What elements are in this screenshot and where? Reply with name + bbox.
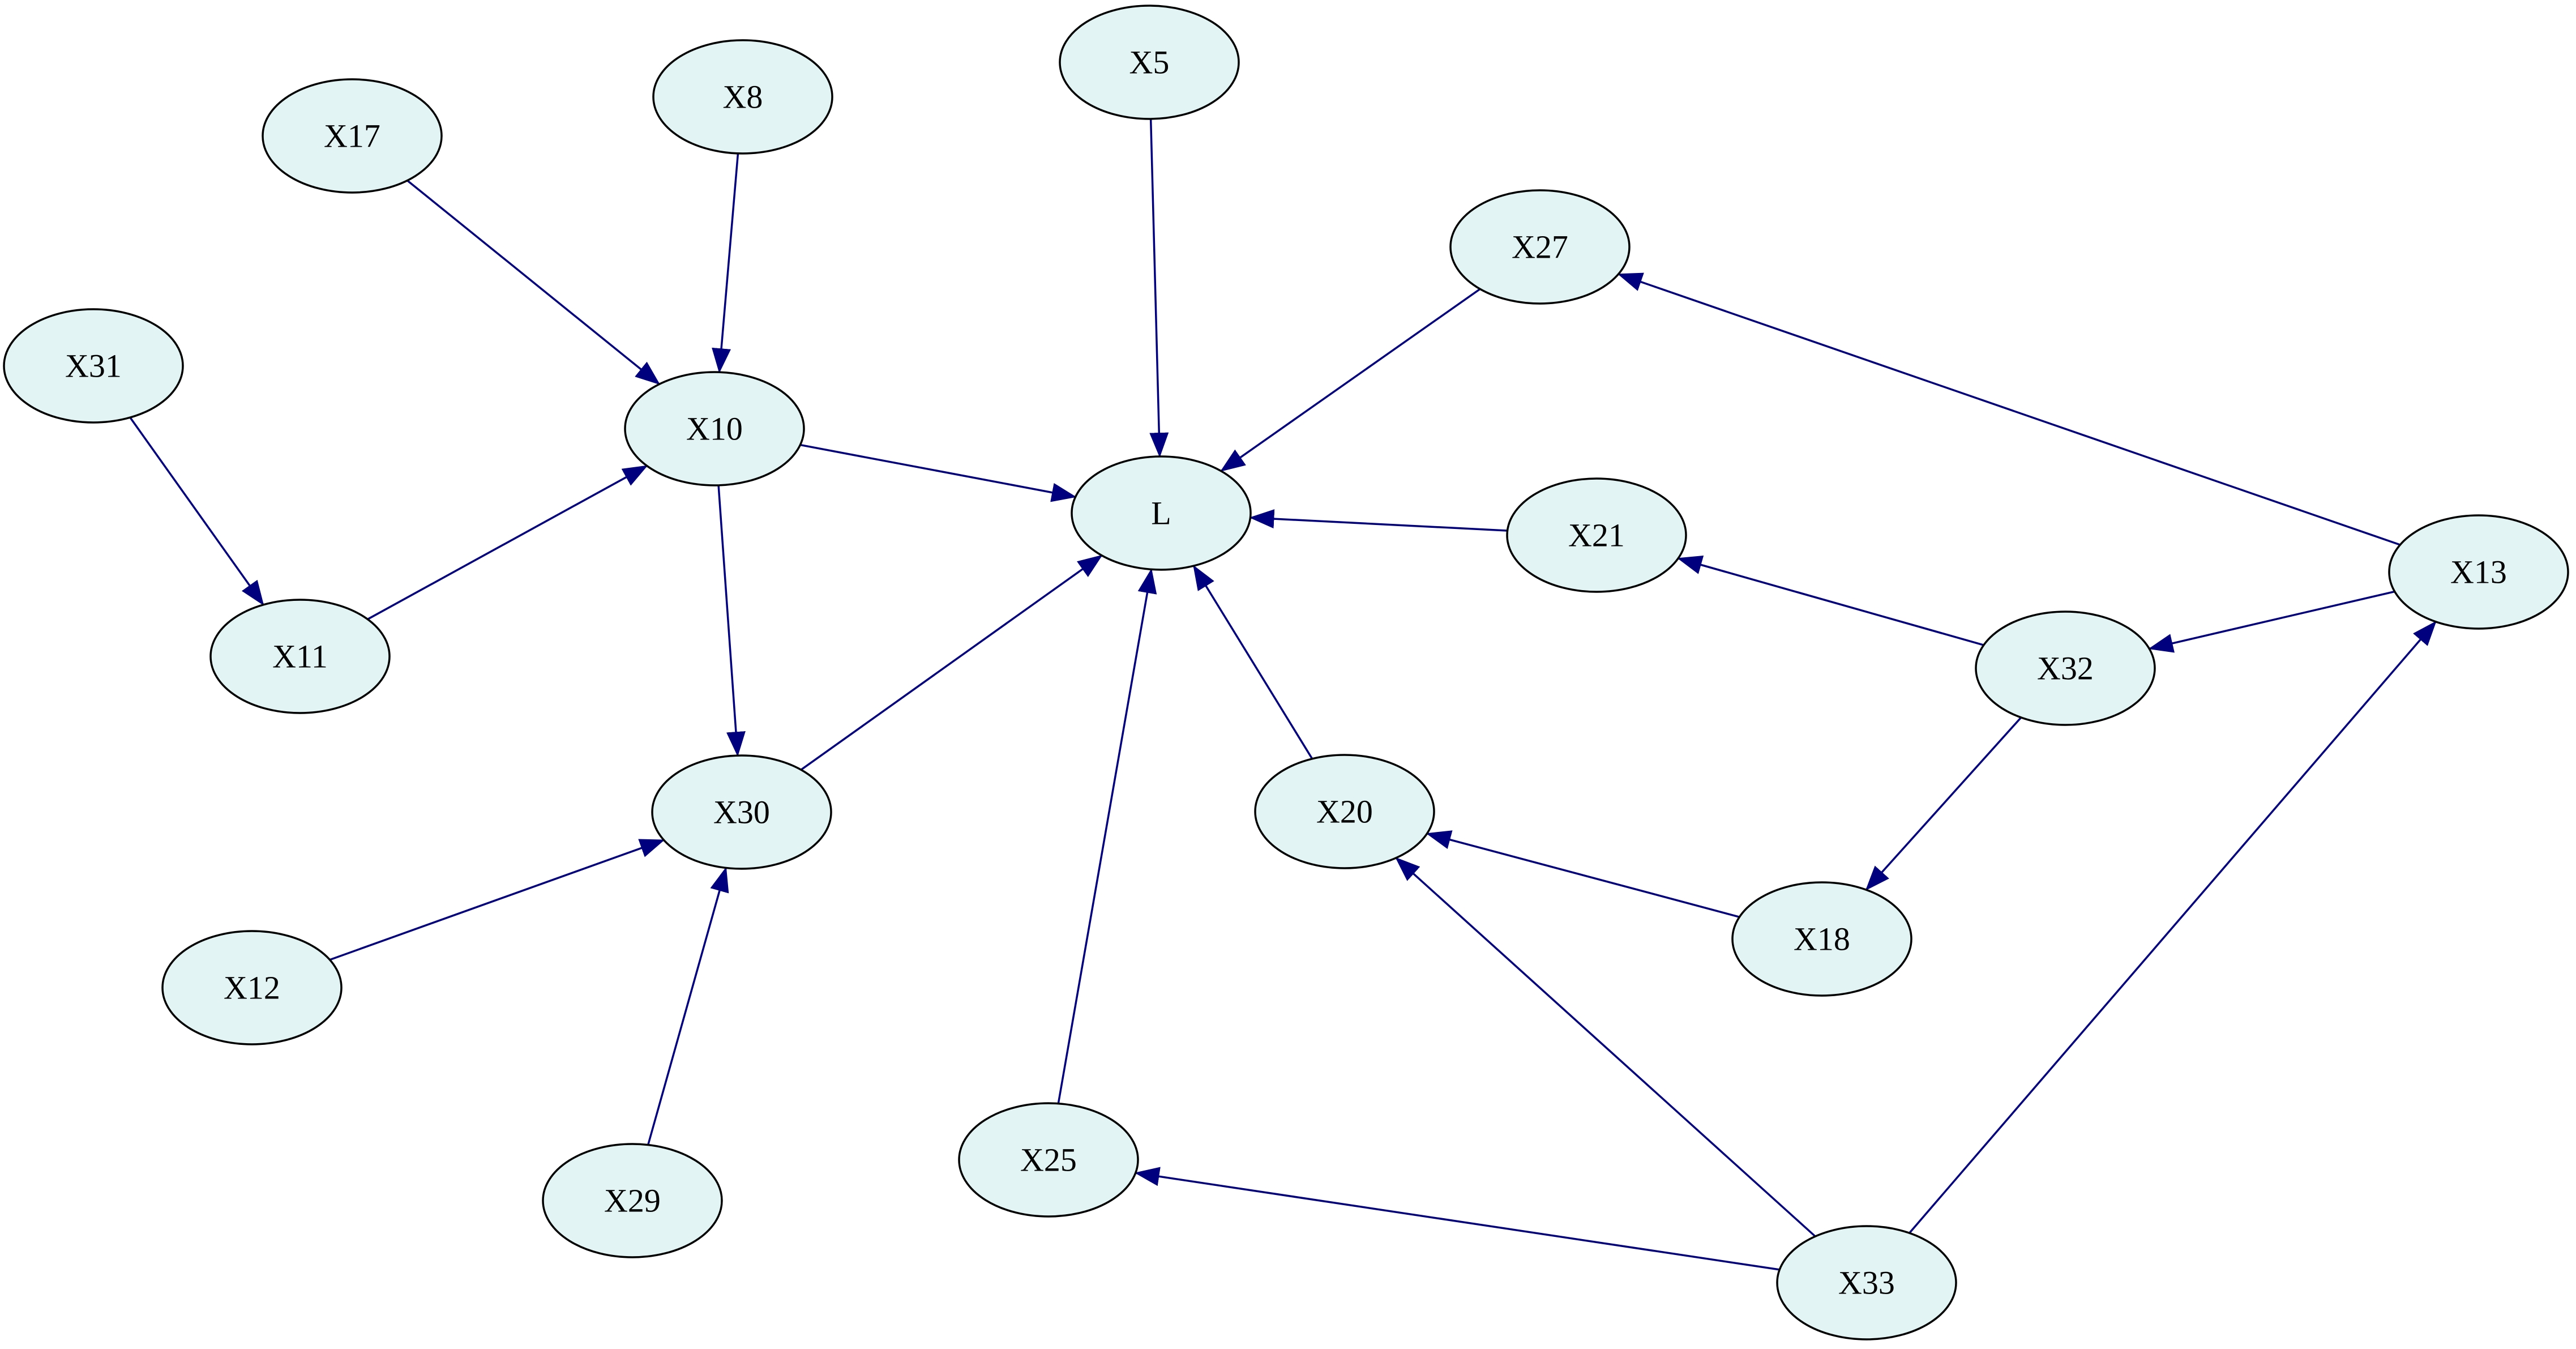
node-label: X17 xyxy=(324,118,380,155)
node-ellipse xyxy=(1449,189,1631,305)
node-ellipse xyxy=(652,39,833,155)
edge-x12-to-x30 xyxy=(329,839,665,961)
node-label: X20 xyxy=(1316,793,1373,830)
edge-x5-to-l xyxy=(1149,118,1169,458)
edge-x33-to-x25 xyxy=(1134,1167,1780,1271)
edge-x29-to-x30 xyxy=(647,866,729,1146)
node-label: X30 xyxy=(713,794,770,831)
node-ellipse xyxy=(542,1143,723,1258)
node-label: X18 xyxy=(1794,921,1850,958)
node-ellipse xyxy=(209,599,391,714)
node-ellipse xyxy=(624,371,805,486)
nodes-layer: LX5X8X10X11X12X13X17X18X20X21X25X27X29X3… xyxy=(3,5,2569,1341)
node-ellipse xyxy=(1975,611,2156,726)
node-ellipse xyxy=(2388,514,2569,630)
edge-x10-to-x30 xyxy=(717,485,746,757)
node-ellipse xyxy=(651,754,832,870)
node-ellipse xyxy=(1731,881,1912,997)
edge-x11-to-x10 xyxy=(367,465,648,620)
node-label: X32 xyxy=(2037,650,2094,687)
node-x27: X27 xyxy=(1449,189,1631,305)
node-x25: X25 xyxy=(958,1102,1139,1218)
node-x32: X32 xyxy=(1975,611,2156,726)
node-x18: X18 xyxy=(1731,881,1912,997)
node-x33: X33 xyxy=(1776,1225,1957,1341)
edge-x20-to-l xyxy=(1192,565,1313,759)
node-ellipse xyxy=(1776,1225,1957,1341)
edge-x13-to-x27 xyxy=(1617,272,2400,546)
edge-x18-to-x20 xyxy=(1426,830,1740,918)
node-label: X33 xyxy=(1838,1265,1895,1301)
edge-x8-to-x10 xyxy=(712,153,739,374)
edge-x33-to-x13 xyxy=(1909,621,2437,1234)
node-ellipse xyxy=(262,78,443,194)
node-label: X10 xyxy=(686,411,743,447)
node-ellipse xyxy=(958,1102,1139,1218)
node-l: L xyxy=(1071,455,1252,571)
edge-x13-to-x32 xyxy=(2148,590,2395,653)
edge-x10-to-l xyxy=(800,443,1077,502)
node-label: L xyxy=(1151,495,1171,532)
node-x17: X17 xyxy=(262,78,443,194)
node-label: X8 xyxy=(723,79,763,116)
node-label: X25 xyxy=(1020,1142,1077,1179)
node-label: X5 xyxy=(1129,44,1170,81)
node-ellipse xyxy=(1254,754,1435,869)
node-x13: X13 xyxy=(2388,514,2569,630)
node-ellipse xyxy=(161,930,343,1045)
node-label: X27 xyxy=(1512,229,1568,266)
node-x11: X11 xyxy=(209,599,391,714)
node-x31: X31 xyxy=(3,308,184,424)
node-label: X13 xyxy=(2450,554,2507,591)
node-ellipse xyxy=(3,308,184,424)
node-x29: X29 xyxy=(542,1143,723,1258)
node-x21: X21 xyxy=(1506,477,1687,593)
node-label: X31 xyxy=(65,348,122,385)
node-ellipse xyxy=(1506,477,1687,593)
node-ellipse xyxy=(1071,455,1252,571)
node-x8: X8 xyxy=(652,39,833,155)
edge-x27-to-l xyxy=(1220,288,1481,472)
edge-x32-to-x18 xyxy=(1865,716,2022,891)
edge-x21-to-l xyxy=(1249,509,1508,532)
node-x30: X30 xyxy=(651,754,832,870)
node-label: X12 xyxy=(224,970,280,1006)
edge-x30-to-l xyxy=(800,554,1103,771)
edge-x33-to-x20 xyxy=(1395,857,1816,1237)
edge-x17-to-x10 xyxy=(406,180,661,385)
node-ellipse xyxy=(1059,5,1240,120)
edge-x25-to-l xyxy=(1057,568,1157,1104)
node-x5: X5 xyxy=(1059,5,1240,120)
edges-layer xyxy=(129,118,2437,1271)
node-x20: X20 xyxy=(1254,754,1435,869)
node-x10: X10 xyxy=(624,371,805,486)
node-label: X29 xyxy=(604,1182,661,1219)
edge-x32-to-x21 xyxy=(1677,556,1984,646)
edge-x31-to-x11 xyxy=(129,417,264,606)
node-x12: X12 xyxy=(161,930,343,1045)
node-label: X21 xyxy=(1568,517,1625,554)
node-label: X11 xyxy=(272,638,328,675)
